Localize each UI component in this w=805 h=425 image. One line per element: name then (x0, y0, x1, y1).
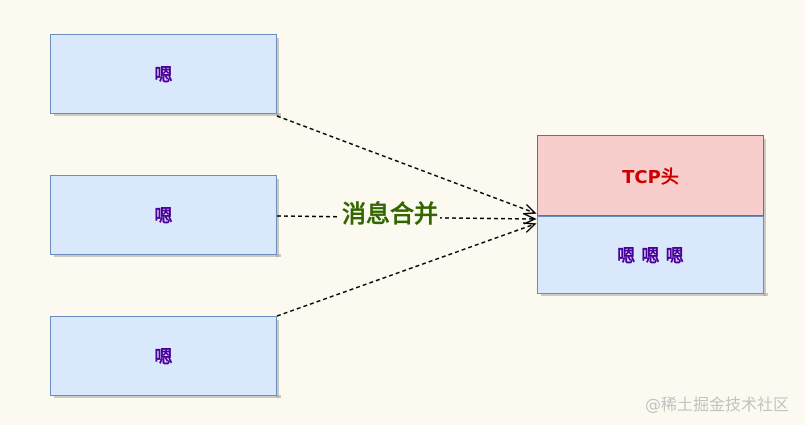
tcp-header-box: TCP头 (537, 135, 764, 216)
merged-payload-box: 嗯 嗯 嗯 (537, 216, 764, 294)
input-box-1-shadow (276, 38, 279, 116)
input-box-2-shadow (54, 254, 281, 257)
input-message-label-1: 嗯 (154, 65, 173, 86)
arrow-from-box-3 (276, 222, 537, 317)
input-message-box-3: 嗯 (50, 316, 277, 396)
arrow-from-box-1 (276, 115, 537, 215)
output-packet-shadow (541, 293, 768, 296)
merge-label: 消息合并 (340, 197, 440, 231)
input-message-box-2: 嗯 (50, 175, 277, 255)
watermark: @稀土掘金技术社区 (644, 395, 789, 414)
input-message-box-1: 嗯 (50, 34, 277, 114)
input-box-3-shadow (54, 395, 281, 398)
tcp-header-label: TCP头 (622, 166, 679, 188)
input-message-label-3: 嗯 (154, 347, 173, 368)
input-message-label-2: 嗯 (154, 206, 173, 227)
output-packet-shadow (763, 139, 766, 296)
input-box-3-shadow (276, 320, 279, 398)
input-box-1-shadow (54, 113, 281, 116)
input-box-2-shadow (276, 179, 279, 257)
merged-payload-label: 嗯 嗯 嗯 (617, 246, 684, 267)
